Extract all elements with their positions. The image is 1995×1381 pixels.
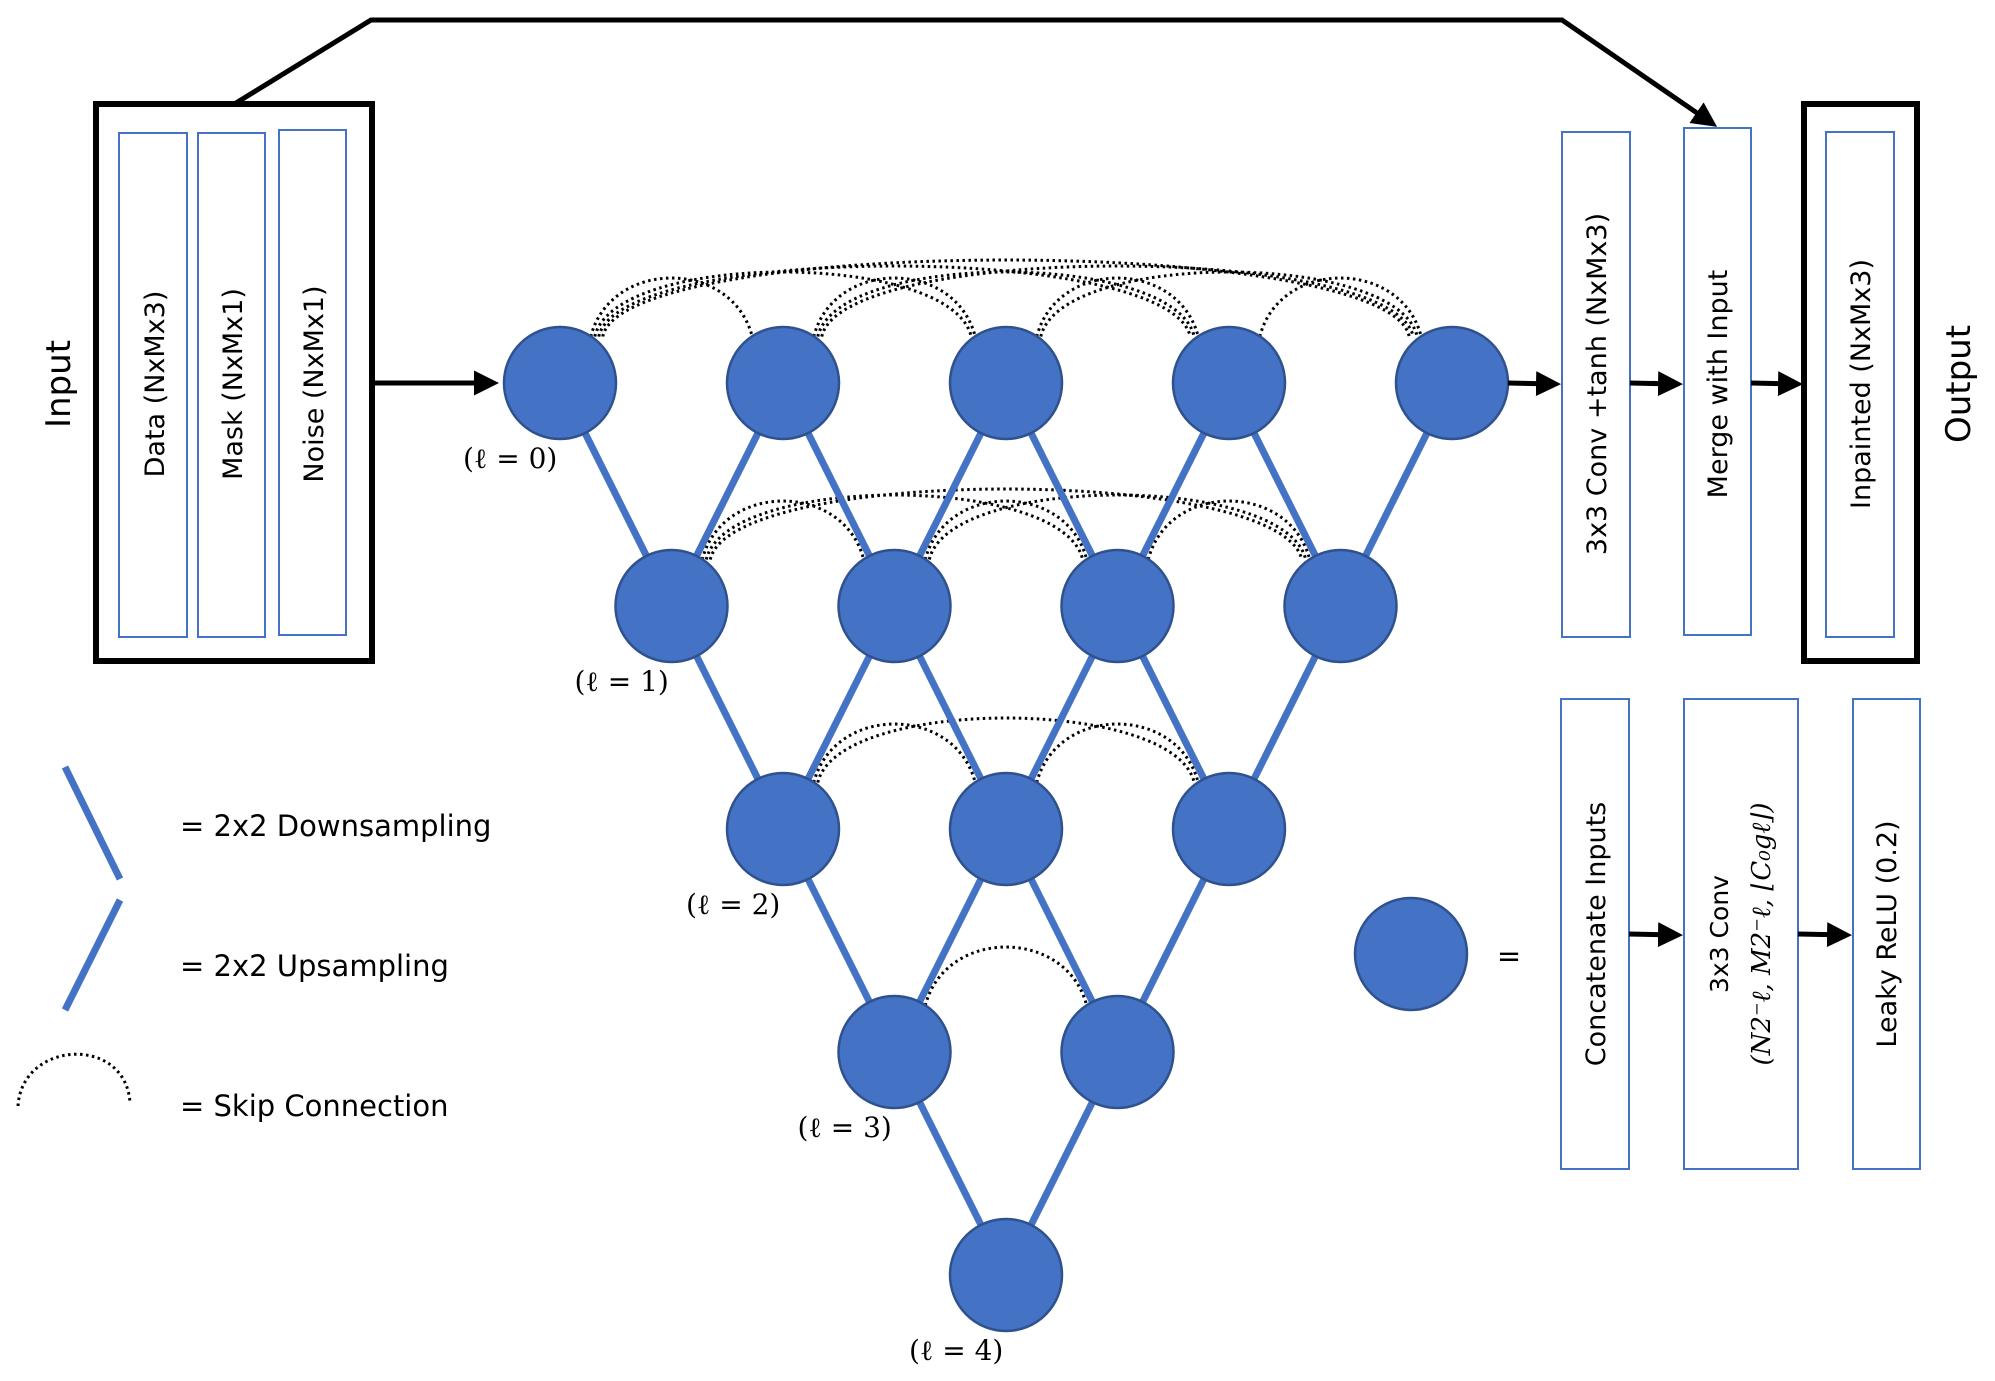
level-label-1: (ℓ = 1) (575, 665, 669, 698)
level-label-2: (ℓ = 2) (686, 888, 780, 921)
skip-connection-arc (812, 722, 977, 783)
skip-connection-arc (820, 264, 1415, 337)
skip-legend-icon (16, 1052, 132, 1107)
input-channel-box (118, 132, 188, 638)
node-l4-0 (948, 1217, 1064, 1333)
upsampling-legend-icon (61, 898, 124, 1012)
node-l3-0 (837, 994, 952, 1110)
data-channel-label: Data (NxMx3) (140, 291, 171, 478)
skip-connection-arc (923, 945, 1089, 1006)
skip-connection-arc (1258, 276, 1423, 337)
merge-to-output-arrow (1750, 371, 1803, 397)
leaky-relu-label: Leaky ReLU (0.2) (1872, 820, 1903, 1047)
leaky-relu-box (1852, 698, 1921, 1170)
node-l2-1 (948, 771, 1064, 887)
skip-legend-label: = Skip Connection (180, 1089, 449, 1123)
input-channel-box (278, 129, 347, 636)
skip-connection-arc (597, 264, 1192, 337)
upsampling-legend-label: = 2x2 Upsampling (180, 949, 449, 983)
node-l2-0 (725, 771, 841, 887)
skip-connection-arc (700, 499, 866, 560)
concat-to-conv-arrow (1628, 922, 1683, 948)
merge-box (1683, 127, 1752, 636)
node-l2-2 (1171, 771, 1287, 887)
conv-box (1683, 698, 1799, 1170)
conv-tanh-label: 3x3 Conv +tanh (NxMx3) (1582, 213, 1613, 555)
node-l1-3 (1283, 548, 1398, 664)
level-label-4: (ℓ = 4) (909, 1334, 1003, 1367)
inpainted-box (1825, 131, 1895, 638)
input-block: Data (NxMx3) Mask (NxMx1) Noise (NxMx1) (93, 101, 375, 664)
skip-connection-arc (812, 276, 977, 337)
node-l0-4 (1394, 325, 1510, 441)
inpainted-label: Inpainted (NxMx3) (1846, 259, 1877, 509)
merge-label: Merge with Input (1703, 270, 1734, 499)
skip-connections (589, 258, 1423, 1006)
conv-to-relu-arrow (1797, 922, 1852, 948)
skip-connection-arc (708, 487, 1304, 560)
node-l3-1 (1060, 994, 1175, 1110)
skip-connection-arc (1146, 499, 1312, 560)
node-definition: = Concatenate Inputs 3x3 Conv (N2⁻ℓ, M2⁻… (1353, 698, 1921, 1170)
concatenate-label: Concatenate Inputs (1581, 802, 1612, 1067)
input-frame (93, 101, 375, 664)
node-legend-circle (1353, 896, 1469, 1012)
level-labels: (ℓ = 0) (ℓ = 1) (ℓ = 2) (ℓ = 3) (ℓ = 4) (463, 442, 1003, 1367)
node-to-conv-arrow (1507, 371, 1561, 397)
conv-shape-label: (N2⁻ℓ, M2⁻ℓ, ⌊C₀gℓ⌋) (1747, 803, 1777, 1066)
node-l0-3 (1171, 325, 1287, 441)
node-l0-0 (502, 325, 618, 441)
skip-connection-arc (601, 258, 1411, 337)
output-frame (1801, 101, 1920, 664)
downsampling-legend-icon (61, 765, 124, 881)
noise-channel-label: Noise (NxMx1) (299, 285, 330, 482)
node-equals-sign: = (1497, 939, 1521, 973)
mask-channel-label: Mask (NxMx1) (218, 288, 249, 480)
conv-to-merge-arrow (1629, 371, 1683, 397)
node-l0-1 (725, 325, 841, 441)
node-l1-0 (614, 548, 729, 664)
skip-connection-arc (589, 276, 754, 337)
node-l0-2 (948, 325, 1064, 441)
level-label-3: (ℓ = 3) (798, 1111, 892, 1144)
skip-connection-arc (1035, 276, 1200, 337)
output-block: Inpainted (NxMx3) (1801, 101, 1920, 664)
input-channel-box (197, 132, 266, 638)
network-nodes (502, 325, 1510, 1333)
conv-label: 3x3 Conv (1705, 875, 1734, 993)
output-side-label: Output (1939, 325, 1979, 443)
input-side-label: Input (39, 340, 79, 428)
skip-connection-arc (923, 499, 1089, 560)
level-label-0: (ℓ = 0) (463, 442, 557, 475)
input-bypass-arrow (234, 17, 1718, 127)
skip-connection-arc (1035, 722, 1200, 783)
legend: = 2x2 Downsampling = 2x2 Upsampling = Sk… (16, 765, 491, 1123)
node-l1-1 (837, 548, 952, 664)
downsampling-legend-label: = 2x2 Downsampling (180, 809, 491, 843)
node-l1-2 (1060, 548, 1175, 664)
